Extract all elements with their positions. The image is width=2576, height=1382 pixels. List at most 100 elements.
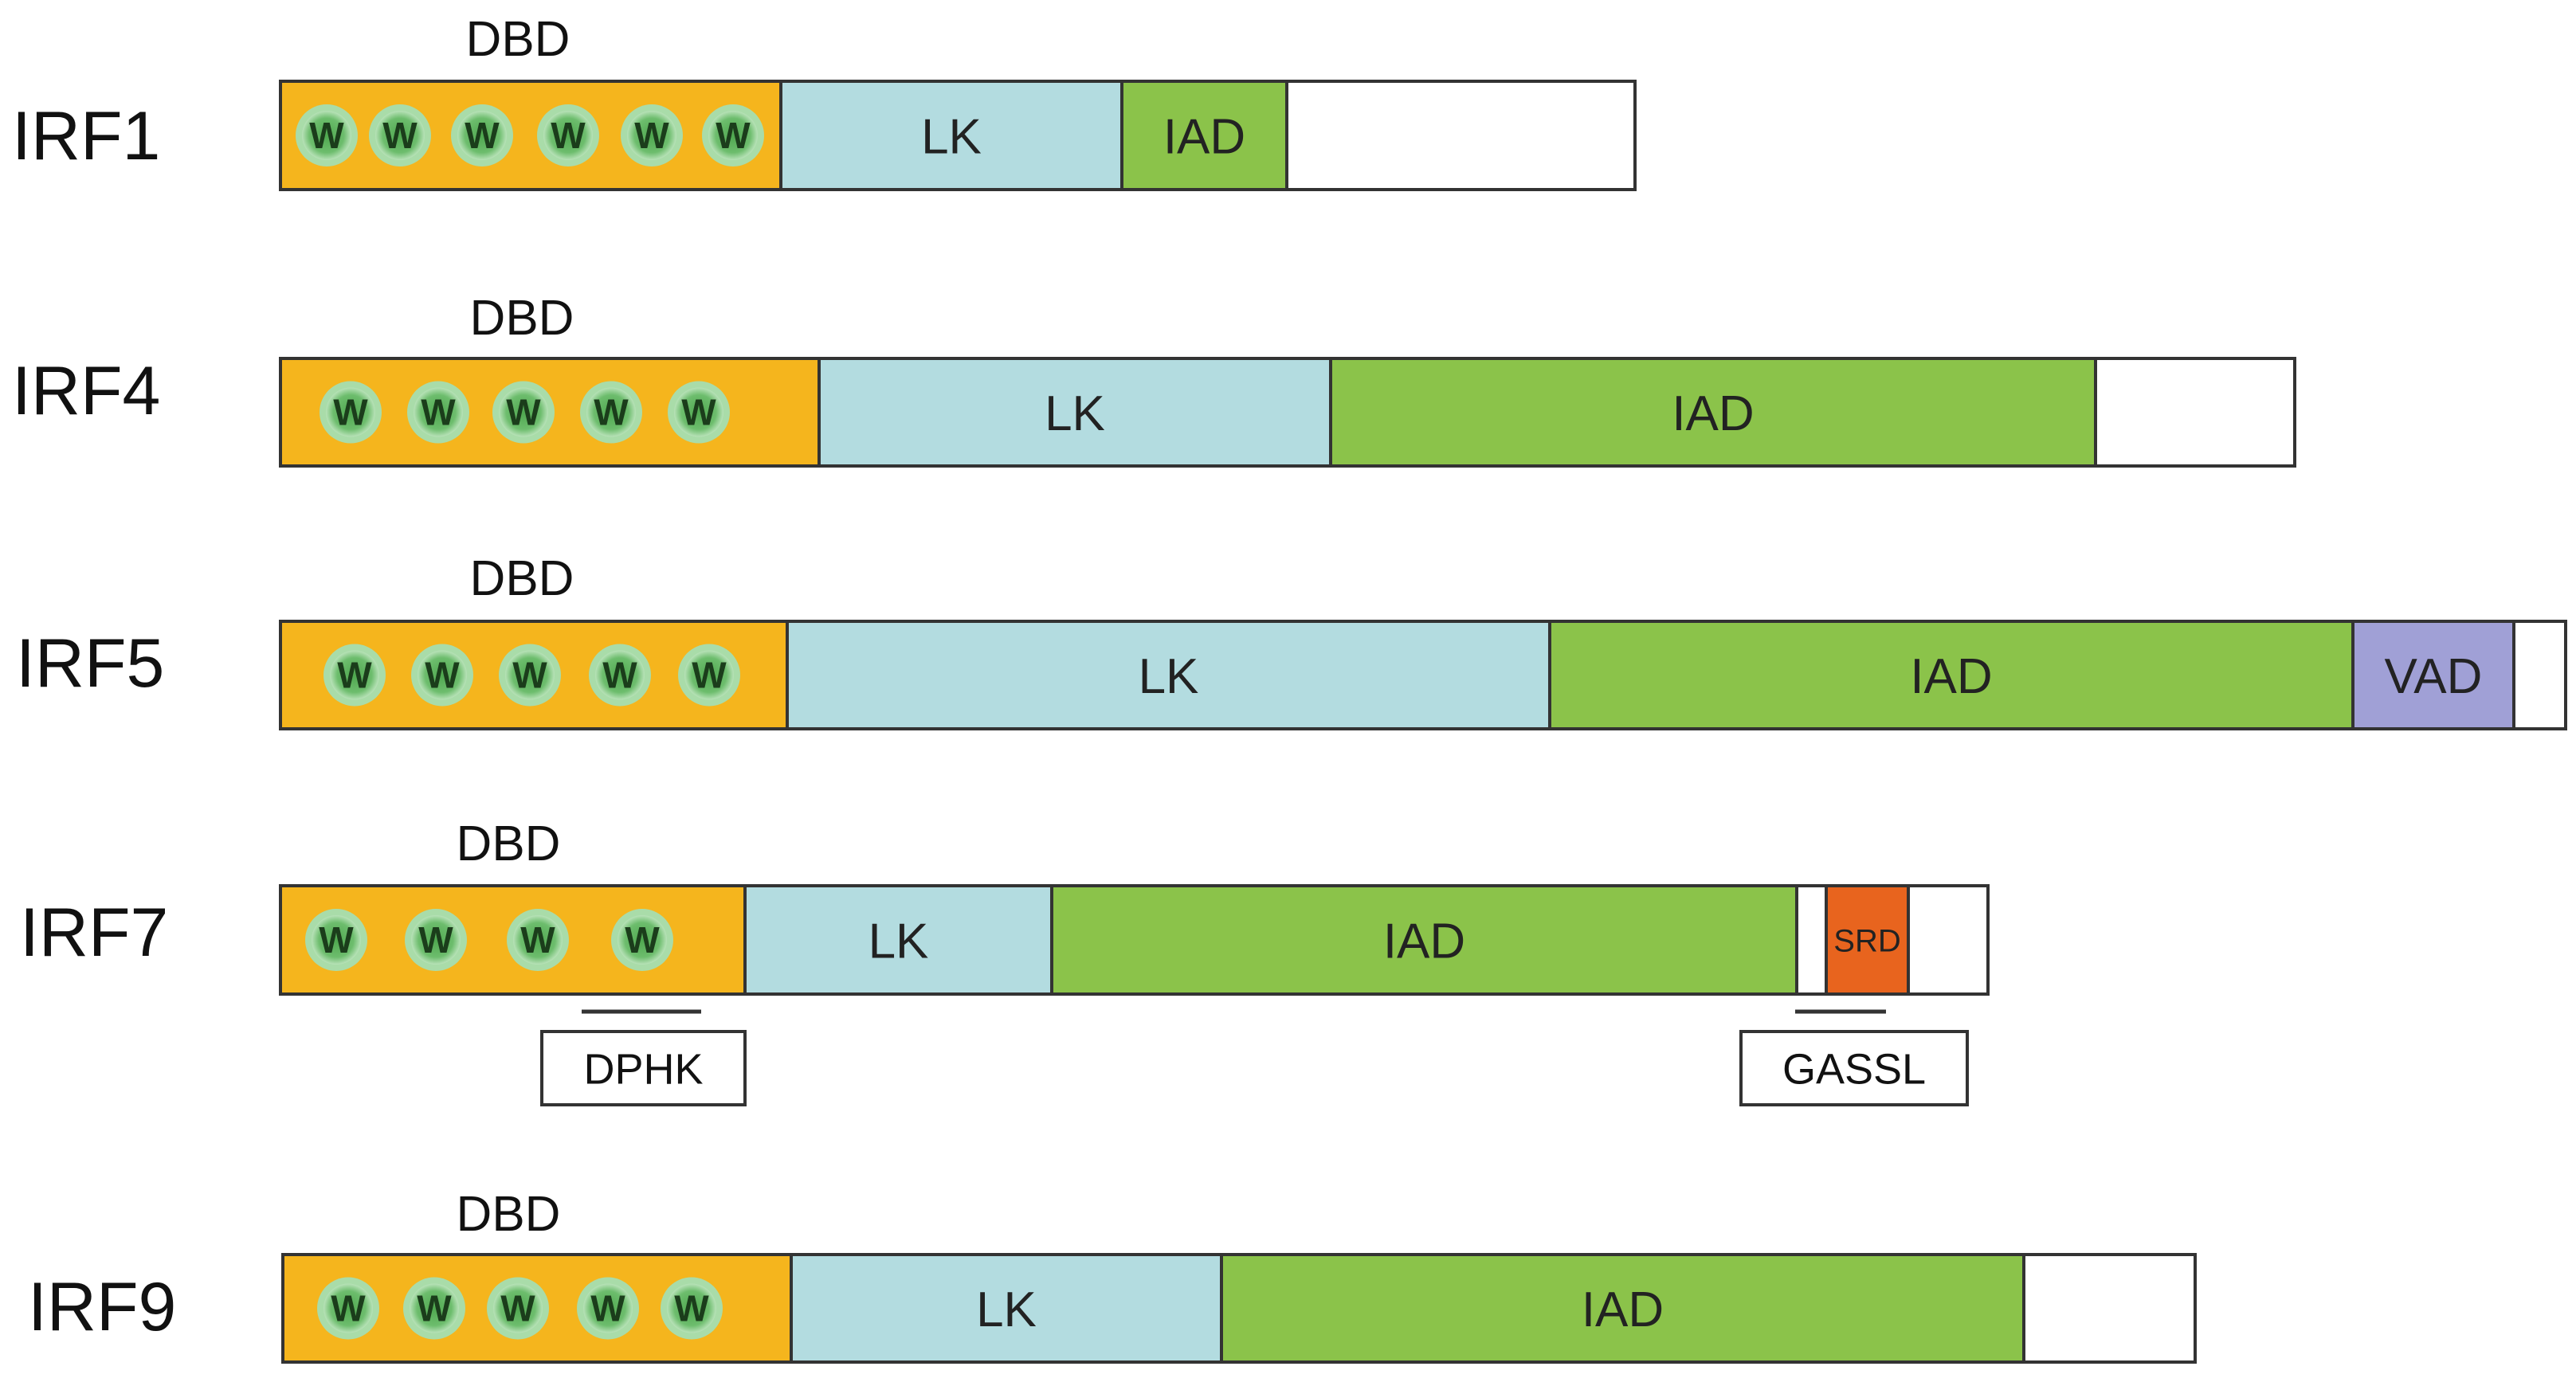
tryptophan-core: [330, 650, 379, 700]
tryptophan-core: [674, 387, 723, 437]
protein-bar-outline: [279, 80, 1637, 191]
tryptophan-letter: W: [309, 115, 344, 156]
motif-box: [1739, 1030, 1969, 1106]
tryptophan-repeat: W: [589, 644, 651, 707]
domain-label-lk: LK: [976, 1282, 1037, 1337]
tryptophan-letter: W: [465, 115, 500, 156]
motif-label: GASSL: [1782, 1045, 1926, 1093]
tryptophan-repeat: W: [702, 104, 764, 166]
protein-bar-outline: [279, 357, 2296, 468]
tryptophan-core: [418, 650, 467, 700]
domain-label-lk: LK: [868, 914, 929, 969]
tryptophan-letter: W: [417, 1288, 452, 1329]
tryptophan-repeat: W: [411, 644, 473, 707]
tryptophan-core: [410, 1283, 459, 1333]
domain-label-lk: LK: [921, 109, 982, 164]
tryptophan-letter: W: [500, 1288, 535, 1329]
tryptophan-repeat: W: [487, 1277, 549, 1340]
tryptophan-repeat: W: [403, 1277, 465, 1340]
tryptophan-repeat: W: [492, 381, 555, 444]
tryptophan-core: [505, 650, 555, 700]
protein-bar-outline: [279, 884, 1990, 996]
domain-dbd: [279, 80, 782, 191]
tryptophan-core: [583, 1283, 633, 1333]
tryptophan-core: [312, 915, 361, 965]
domain-tail: [2512, 620, 2567, 730]
tryptophan-letter: W: [551, 115, 586, 156]
domain-label-iad: IAD: [1910, 649, 1992, 704]
tryptophan-core: [618, 915, 667, 965]
motif-dphk: DPHK: [540, 1009, 747, 1106]
tryptophan-core: [493, 1283, 543, 1333]
domain-tail: [2022, 1253, 2197, 1364]
protein-bar-outline: [279, 620, 2567, 730]
protein-name: IRF5: [16, 625, 164, 702]
tryptophan-repeat: W: [305, 909, 367, 971]
domain-srd: [1825, 884, 1910, 996]
tryptophan-core: [411, 915, 461, 965]
tryptophan-core: [667, 1283, 716, 1333]
tryptophan-core: [627, 111, 676, 160]
tryptophan-core: [595, 650, 645, 700]
domain-lk: [786, 620, 1551, 730]
protein-name: IRF7: [20, 895, 168, 971]
tryptophan-letter: W: [625, 919, 660, 961]
tryptophan-letter: W: [418, 919, 453, 961]
protein-name: IRF4: [12, 353, 160, 429]
protein-name: IRF9: [28, 1269, 176, 1345]
tryptophan-core: [326, 387, 375, 437]
tryptophan-letter: W: [425, 655, 460, 696]
tryptophan-repeat: W: [678, 644, 740, 707]
domain-lk: [779, 80, 1123, 191]
tryptophan-repeat: W: [369, 104, 431, 166]
domain-label-iad: IAD: [1672, 386, 1754, 441]
tryptophan-core: [323, 1283, 373, 1333]
tryptophan-letter: W: [520, 919, 555, 961]
domain-tail: [1285, 80, 1637, 191]
domain-gap: [1795, 884, 1828, 996]
tryptophan-repeat: W: [661, 1277, 723, 1340]
domain-lk: [817, 357, 1332, 468]
motif-gassl: GASSL: [1739, 1009, 1969, 1106]
dbd-label: DBD: [470, 551, 574, 606]
tryptophan-repeat: W: [317, 1277, 379, 1340]
protein-bar-outline: [281, 1253, 2197, 1364]
tryptophan-letter: W: [716, 115, 751, 156]
tryptophan-core: [302, 111, 351, 160]
tryptophan-core: [684, 650, 734, 700]
tryptophan-core: [708, 111, 758, 160]
tryptophan-core: [457, 111, 507, 160]
domain-vad: [2351, 620, 2515, 730]
domain-iad: [1548, 620, 2354, 730]
domain-tail: [2094, 357, 2296, 468]
tryptophan-repeat: W: [499, 644, 561, 707]
tryptophan-core: [414, 387, 463, 437]
tryptophan-letter: W: [382, 115, 418, 156]
domain-label-vad: VAD: [2385, 649, 2483, 704]
tryptophan-letter: W: [602, 655, 637, 696]
domain-iad: [1050, 884, 1798, 996]
tryptophan-letter: W: [590, 1288, 625, 1329]
dbd-label: DBD: [470, 291, 574, 346]
tryptophan-repeat: W: [621, 104, 683, 166]
tryptophan-core: [375, 111, 425, 160]
protein-name: IRF1: [12, 98, 160, 174]
tryptophan-core: [586, 387, 636, 437]
tryptophan-letter: W: [421, 392, 456, 433]
tryptophan-letter: W: [681, 392, 716, 433]
tryptophan-letter: W: [692, 655, 727, 696]
tryptophan-repeat: W: [577, 1277, 639, 1340]
tryptophan-repeat: W: [507, 909, 569, 971]
dbd-label: DBD: [457, 816, 561, 871]
tryptophan-letter: W: [337, 655, 372, 696]
tryptophan-repeat: W: [320, 381, 382, 444]
domain-label-iad: IAD: [1383, 914, 1465, 969]
domain-iad: [1220, 1253, 2025, 1364]
domain-lk: [790, 1253, 1223, 1364]
tryptophan-core: [543, 111, 593, 160]
tryptophan-core: [513, 915, 563, 965]
domain-tail: [1907, 884, 1990, 996]
